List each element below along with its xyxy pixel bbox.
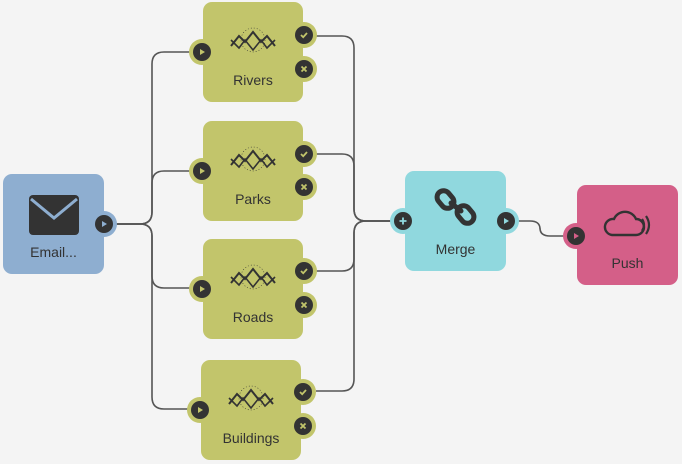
buildings-success-port[interactable] [290, 379, 316, 405]
email-output-port[interactable] [91, 211, 117, 237]
merge-output-port[interactable] [493, 208, 519, 234]
merge-label: Merge [435, 241, 476, 257]
fme-logo-icon [230, 146, 276, 172]
wire-merge-push [518, 220, 575, 237]
play-icon [504, 218, 509, 224]
play-icon [200, 286, 205, 292]
wire-buildings-merge [316, 220, 403, 392]
rivers-failure-port[interactable] [291, 56, 317, 82]
roads-failure-port[interactable] [291, 292, 317, 318]
wire-email-roads [116, 223, 203, 289]
merge-input-port[interactable] [390, 208, 416, 234]
roads-input-port[interactable] [189, 276, 215, 302]
fme-logo-icon [228, 385, 274, 411]
push-node[interactable]: Push [577, 185, 678, 285]
play-icon [200, 168, 205, 174]
parks-label: Parks [235, 191, 271, 207]
play-icon [198, 407, 203, 413]
email-node[interactable]: Email... [3, 174, 104, 274]
push-input-port[interactable] [563, 223, 589, 249]
play-icon [200, 49, 205, 55]
plus-icon [399, 217, 407, 225]
rivers-label: Rivers [233, 72, 273, 88]
check-icon [300, 268, 308, 275]
buildings-input-port[interactable] [187, 397, 213, 423]
x-icon [299, 422, 307, 430]
wire-rivers-merge [316, 35, 403, 222]
chain-link-icon [434, 188, 476, 226]
check-icon [300, 151, 308, 158]
rivers-input-port[interactable] [189, 39, 215, 65]
buildings-node[interactable]: Buildings [201, 360, 301, 460]
parks-success-port[interactable] [291, 141, 317, 167]
cloud-broadcast-icon [603, 210, 650, 237]
parks-failure-port[interactable] [291, 174, 317, 200]
play-icon [102, 221, 107, 227]
email-label: Email... [30, 244, 77, 260]
x-icon [300, 65, 308, 73]
envelope-icon [28, 195, 79, 235]
fme-logo-icon [230, 264, 276, 290]
wire-roads-merge [316, 220, 403, 272]
push-label: Push [611, 255, 644, 271]
roads-node[interactable]: Roads [203, 239, 303, 339]
fme-logo-icon [230, 27, 276, 53]
merge-node[interactable]: Merge [405, 171, 506, 271]
roads-success-port[interactable] [291, 258, 317, 284]
rivers-success-port[interactable] [291, 22, 317, 48]
x-icon [300, 183, 308, 191]
buildings-label: Buildings [222, 430, 280, 446]
wire-email-rivers [116, 51, 203, 225]
check-icon [299, 389, 307, 396]
check-icon [300, 32, 308, 39]
roads-label: Roads [232, 309, 274, 325]
wire-email-buildings [116, 223, 201, 410]
wire-parks-merge [316, 153, 403, 222]
play-icon [574, 233, 579, 239]
parks-input-port[interactable] [189, 158, 215, 184]
rivers-node[interactable]: Rivers [203, 2, 303, 102]
buildings-failure-port[interactable] [290, 413, 316, 439]
x-icon [300, 301, 308, 309]
wire-email-parks [116, 170, 203, 225]
parks-node[interactable]: Parks [203, 121, 303, 221]
